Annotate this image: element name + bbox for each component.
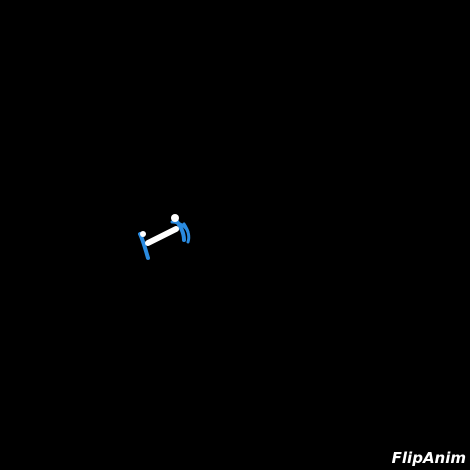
right-white-dot <box>171 214 179 222</box>
left-blue-stroke <box>138 232 150 260</box>
right-blue-stroke-c <box>170 220 190 234</box>
left-white-dot <box>140 231 146 237</box>
stick-figure-drawing <box>138 214 191 260</box>
white-body-stroke <box>145 226 179 246</box>
flipanim-watermark: FlipAnim <box>391 449 466 467</box>
